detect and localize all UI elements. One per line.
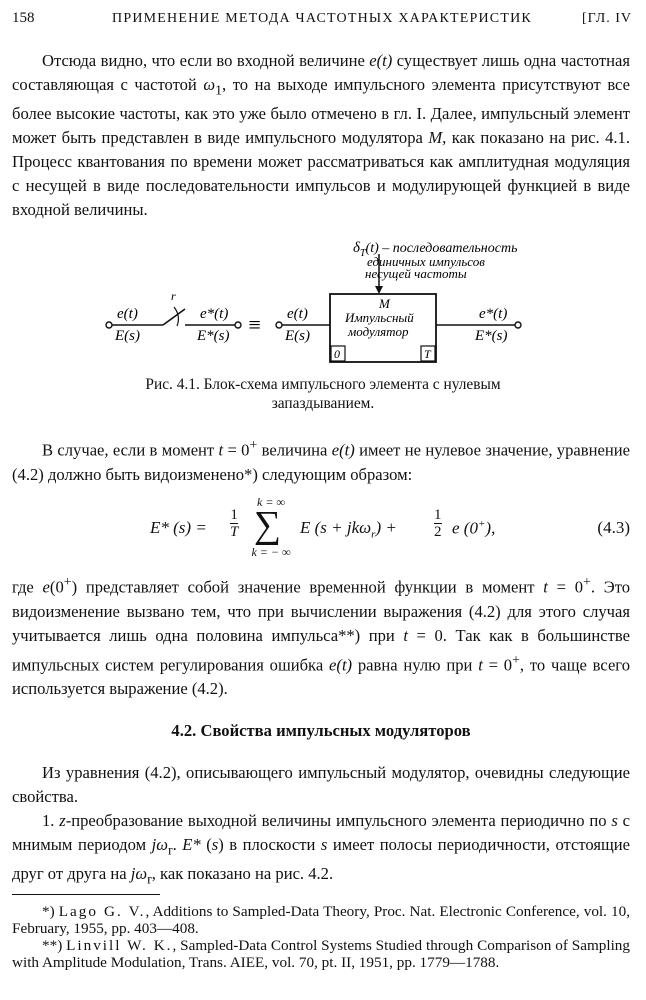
paragraph-3: где e(0+) представляет собой значение вр… [12,574,631,699]
corner-right: T [424,347,432,361]
sum-symbol: ∑ [254,504,282,546]
box-title: M [378,296,391,311]
eq-term: E (s + jkωr) + [300,518,397,541]
equation-4-3: E* (s) = 1 T k = ∞ ∑ k = − ∞ E (s + jkωr… [12,495,630,563]
switch-label: r [171,289,176,303]
block-diagram-svg: δT(t) – последовательность единичных имп… [105,240,522,363]
out2-top: e*(t) [479,306,507,322]
input-terminal [105,321,113,329]
eq-frac-1: 1 T [230,507,239,540]
input2-terminal [275,321,283,329]
sum-lower: k = − ∞ [251,545,291,559]
paragraph-4: Из уравнения (4.2), описывающего импульс… [12,763,630,806]
in1-top: e(t) [117,306,138,322]
running-title: ПРИМЕНЕНИЕ МЕТОДА ЧАСТОТНЫХ ХАРАКТЕРИСТИ… [112,11,532,26]
switch-arc [173,306,180,327]
corner-left-box [330,345,346,362]
out1-bot: E*(s) [196,328,230,344]
box-line-2: модулятор [347,324,409,339]
corner-right-box [420,345,436,362]
caption-line-1: Рис. 4.1. Блок-схема импульсного элемент… [145,376,501,393]
footnote-2: **) Linvill W. K., Sampled-Data Control … [12,937,630,971]
sum-upper: k = ∞ [257,495,285,509]
page-number: 158 [12,10,35,26]
equivalence-sign: ≡ [247,312,262,337]
carrier-line-2: единичных импульсов [367,254,485,269]
in1-bot: E(s) [114,328,140,344]
output2-terminal [514,321,522,329]
paragraph-2: В случае, если в момент t = 0+ величина … [12,437,630,484]
paragraph-1: Отсюда видно, что если во входной величи… [12,51,631,220]
carrier-symbol: δT(t) – последовательность [353,240,517,259]
eq-tail: e (0+), [452,518,496,538]
section-heading: 4.2. Свойства импульсных модуляторов [171,721,471,740]
in2-bot: E(s) [284,328,310,344]
corner-left: 0 [334,347,340,361]
out2-bot: E*(s) [474,328,508,344]
caption-line-2: запаздыванием. [271,395,375,412]
paragraph-5: 1. z-преобразование выходной величины им… [12,811,631,887]
in2-top: e(t) [287,306,308,322]
footnote-1: *) Lago G. V., Additions to Sampled-Data… [12,903,630,937]
figure-caption: Рис. 4.1. Блок-схема импульсного элемент… [60,375,586,413]
equation-number: (4.3) [597,518,630,537]
equation-formula: E* (s) = 1 T k = ∞ ∑ k = − ∞ E (s + jkωr… [150,495,530,563]
carrier-arrowhead [375,286,383,294]
carrier-line-3: несущей частоты [365,266,467,281]
box-line-1: Импульсный [344,310,414,325]
modulator-box [329,293,437,363]
footnote-rule [12,894,160,895]
sampler-output-terminal [234,321,242,329]
chapter-marker: [ГЛ. IV [582,11,632,26]
switch-arm [162,308,186,326]
figure-block-diagram: δT(t) – последовательность единичных имп… [95,236,545,376]
running-header: 158 ПРИМЕНЕНИЕ МЕТОДА ЧАСТОТНЫХ ХАРАКТЕР… [12,10,632,34]
out1-top: e*(t) [200,306,228,322]
eq-frac-2: 1 2 [434,507,442,540]
eq-lhs: E* (s) = [150,518,207,537]
